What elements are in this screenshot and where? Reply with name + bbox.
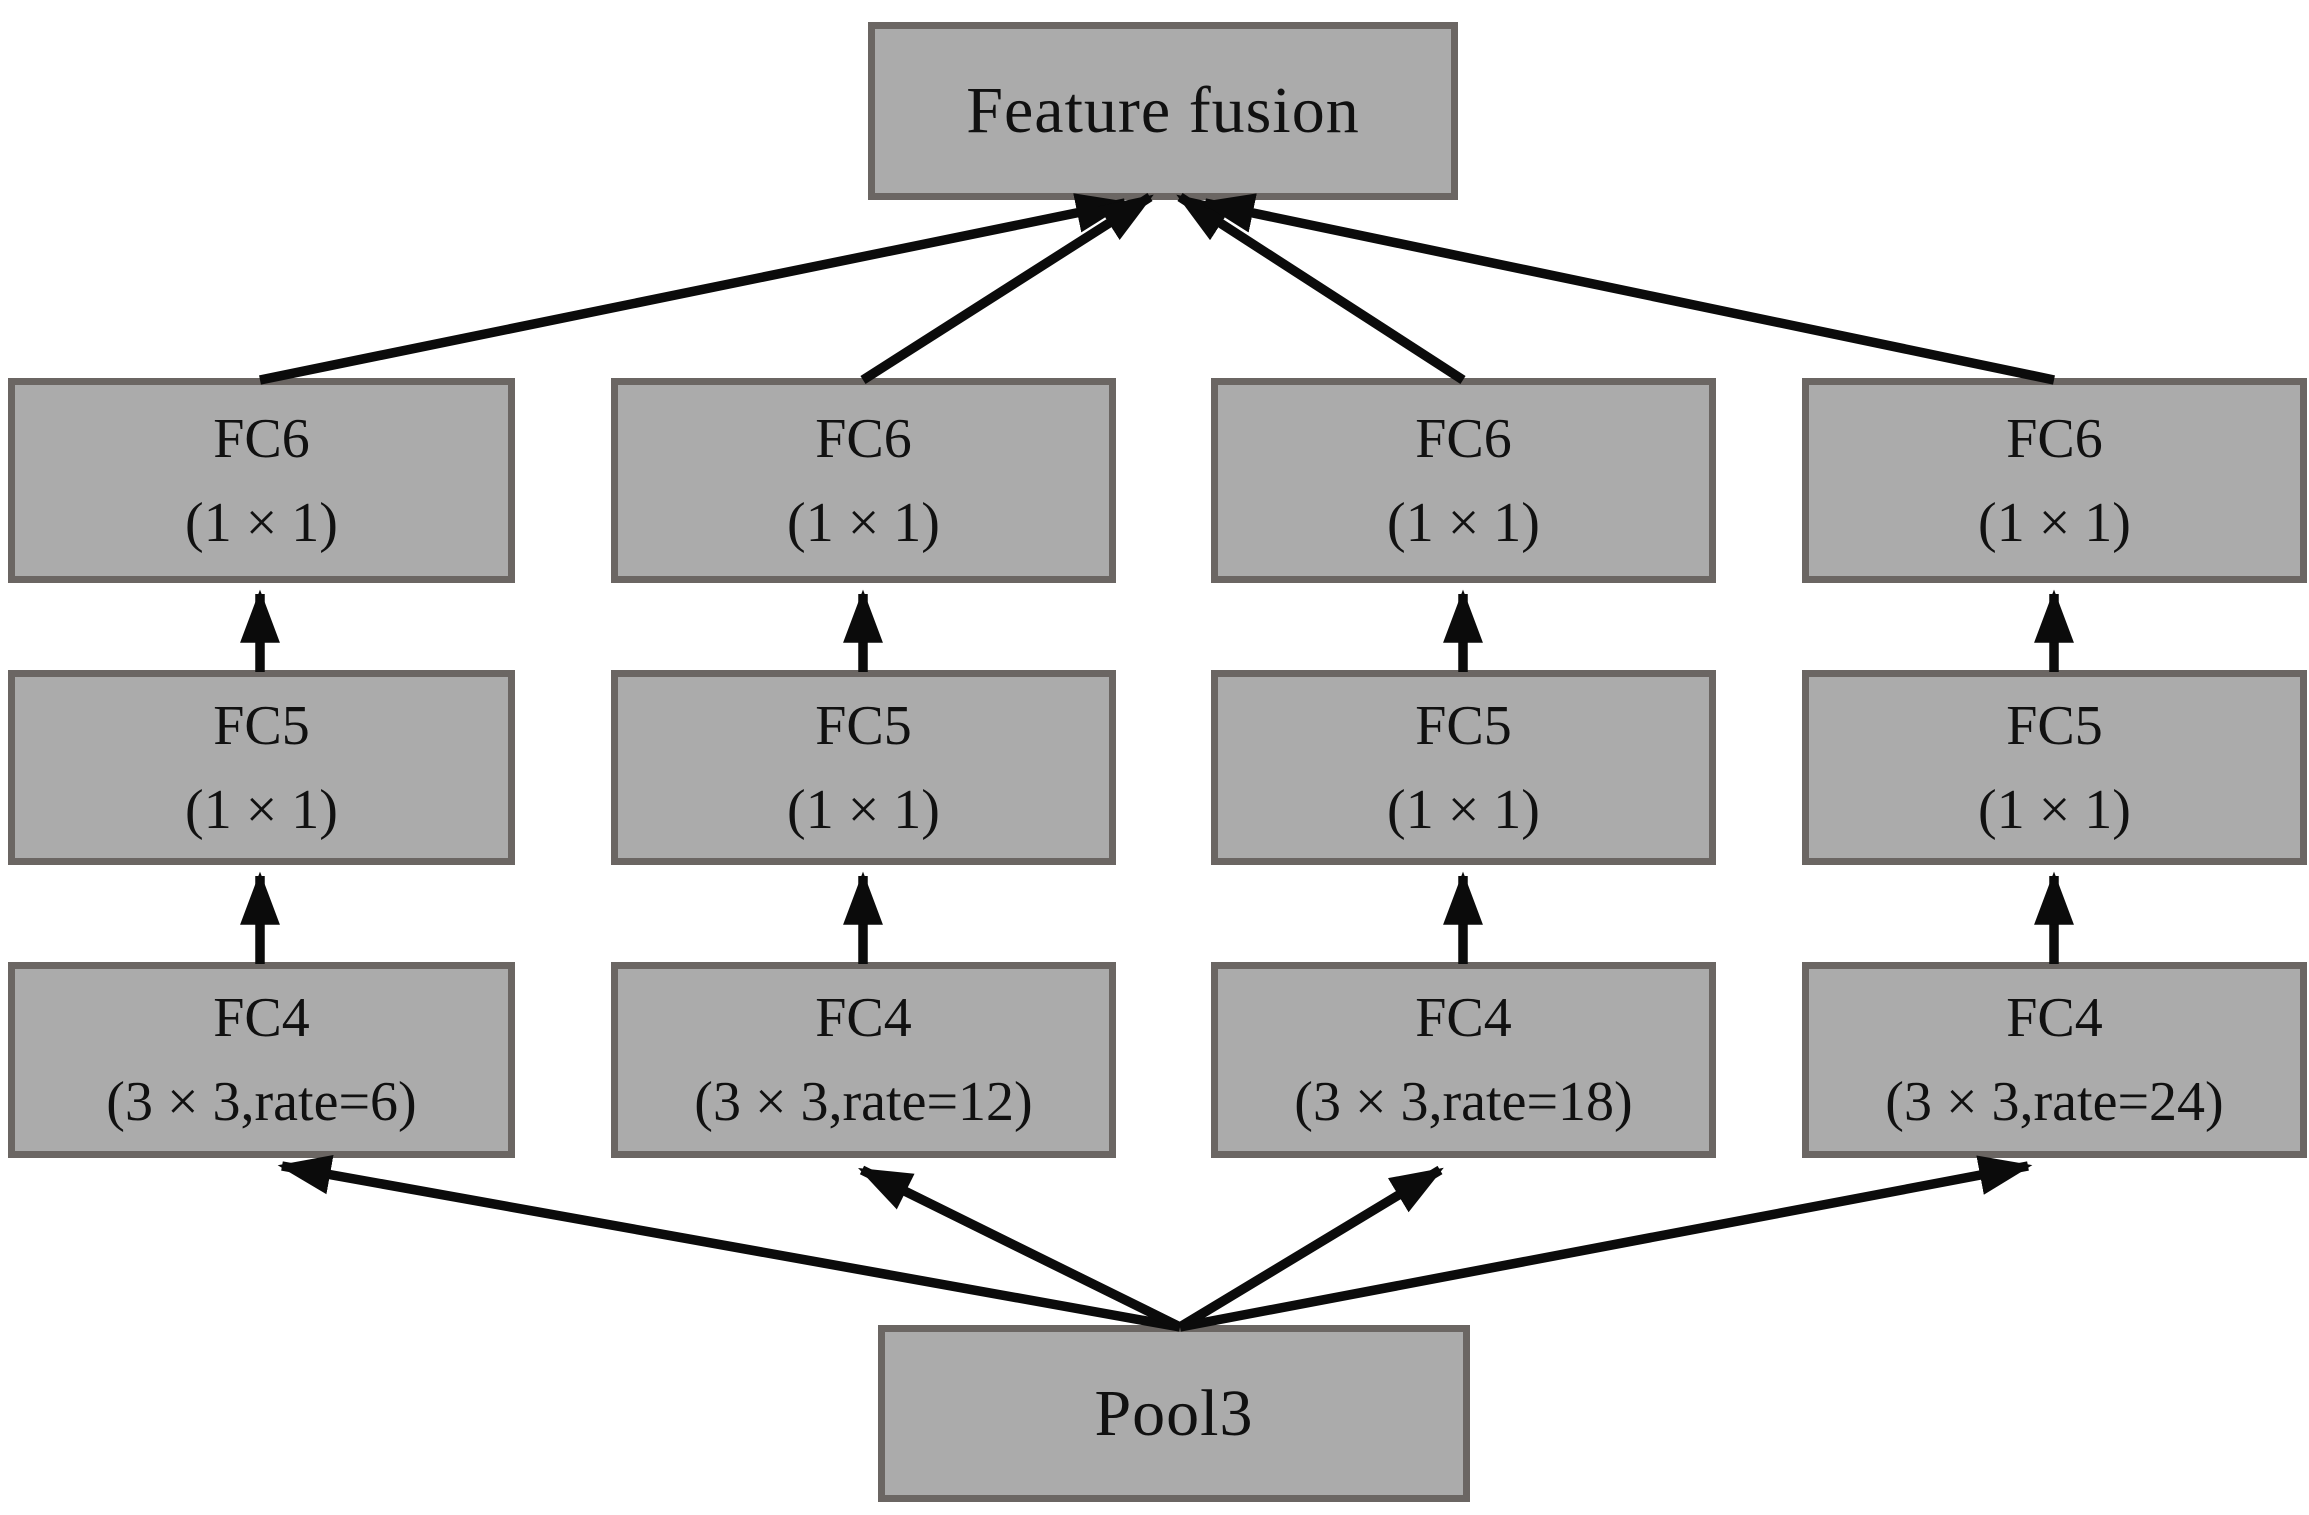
branch1-fc5-box: FC5 (1 × 1) xyxy=(8,670,515,865)
branch4-fc6-kernel: (1 × 1) xyxy=(1978,491,2131,554)
branch2-fc4-box: FC4 (3 × 3,rate=12) xyxy=(611,962,1116,1158)
branch4-fc6-title: FC6 xyxy=(2006,407,2103,470)
arrow-branch1-fc6-to-fusion xyxy=(259,193,1130,385)
branch3-fc6-box: FC6 (1 × 1) xyxy=(1211,378,1716,583)
branch2-fc5-title: FC5 xyxy=(815,694,912,757)
branch2-fc6-box: FC6 (1 × 1) xyxy=(611,378,1116,583)
branch4-fc4-title: FC4 xyxy=(2006,987,2103,1049)
pool3-label: Pool3 xyxy=(1094,1376,1254,1450)
branch3-fc4-kernel: (3 × 3,rate=18) xyxy=(1294,1071,1633,1133)
arrow-branch4-fc6-to-fusion xyxy=(1200,193,2055,385)
branch4-fc4-kernel: (3 × 3,rate=24) xyxy=(1885,1071,2224,1133)
arrow-pool3-to-branch3-fc4 xyxy=(1177,1165,1444,1332)
branch2-fc6-title: FC6 xyxy=(815,407,912,470)
branch3-fc5-box: FC5 (1 × 1) xyxy=(1211,670,1716,865)
arrow-pool3-to-branch4-fc4 xyxy=(1179,1155,2033,1332)
branch3-fc5-title: FC5 xyxy=(1415,694,1512,757)
arrow-branch2-fc6-to-fusion xyxy=(860,192,1154,385)
branch4-fc4-box: FC4 (3 × 3,rate=24) xyxy=(1802,962,2307,1158)
branch2-fc5-box: FC5 (1 × 1) xyxy=(611,670,1116,865)
arrow-branch3-fc6-to-fusion xyxy=(1176,193,1466,384)
branch1-fc6-kernel: (1 × 1) xyxy=(185,491,338,554)
branch1-fc4-title: FC4 xyxy=(213,987,310,1049)
branch2-fc5-kernel: (1 × 1) xyxy=(787,778,940,841)
branch1-fc5-title: FC5 xyxy=(213,694,310,757)
feature-fusion-label: Feature fusion xyxy=(966,74,1360,147)
branch2-fc4-title: FC4 xyxy=(815,987,912,1049)
branch3-fc6-kernel: (1 × 1) xyxy=(1387,491,1540,554)
branch3-fc4-title: FC4 xyxy=(1415,987,1512,1049)
branch4-fc5-title: FC5 xyxy=(2006,694,2103,757)
branch1-fc4-box: FC4 (3 × 3,rate=6) xyxy=(8,962,515,1158)
branch3-fc6-title: FC6 xyxy=(1415,407,1512,470)
branch1-fc6-box: FC6 (1 × 1) xyxy=(8,378,515,583)
branch2-fc6-kernel: (1 × 1) xyxy=(787,491,940,554)
feature-fusion-box: Feature fusion xyxy=(868,22,1458,200)
branch4-fc5-kernel: (1 × 1) xyxy=(1978,778,2131,841)
pool3-box: Pool3 xyxy=(878,1325,1470,1502)
branch1-fc6-title: FC6 xyxy=(213,407,310,470)
branch3-fc4-box: FC4 (3 × 3,rate=18) xyxy=(1211,962,1716,1158)
branch1-fc4-kernel: (3 × 3,rate=6) xyxy=(106,1071,417,1133)
arrow-pool3-to-branch1-fc4 xyxy=(277,1154,1181,1332)
branch1-fc5-kernel: (1 × 1) xyxy=(185,778,338,841)
branch3-fc5-kernel: (1 × 1) xyxy=(1387,778,1540,841)
branch4-fc5-box: FC5 (1 × 1) xyxy=(1802,670,2307,865)
branch4-fc6-box: FC6 (1 × 1) xyxy=(1802,378,2307,583)
arrow-pool3-to-branch2-fc4 xyxy=(858,1165,1183,1332)
branch2-fc4-kernel: (3 × 3,rate=12) xyxy=(694,1071,1033,1133)
